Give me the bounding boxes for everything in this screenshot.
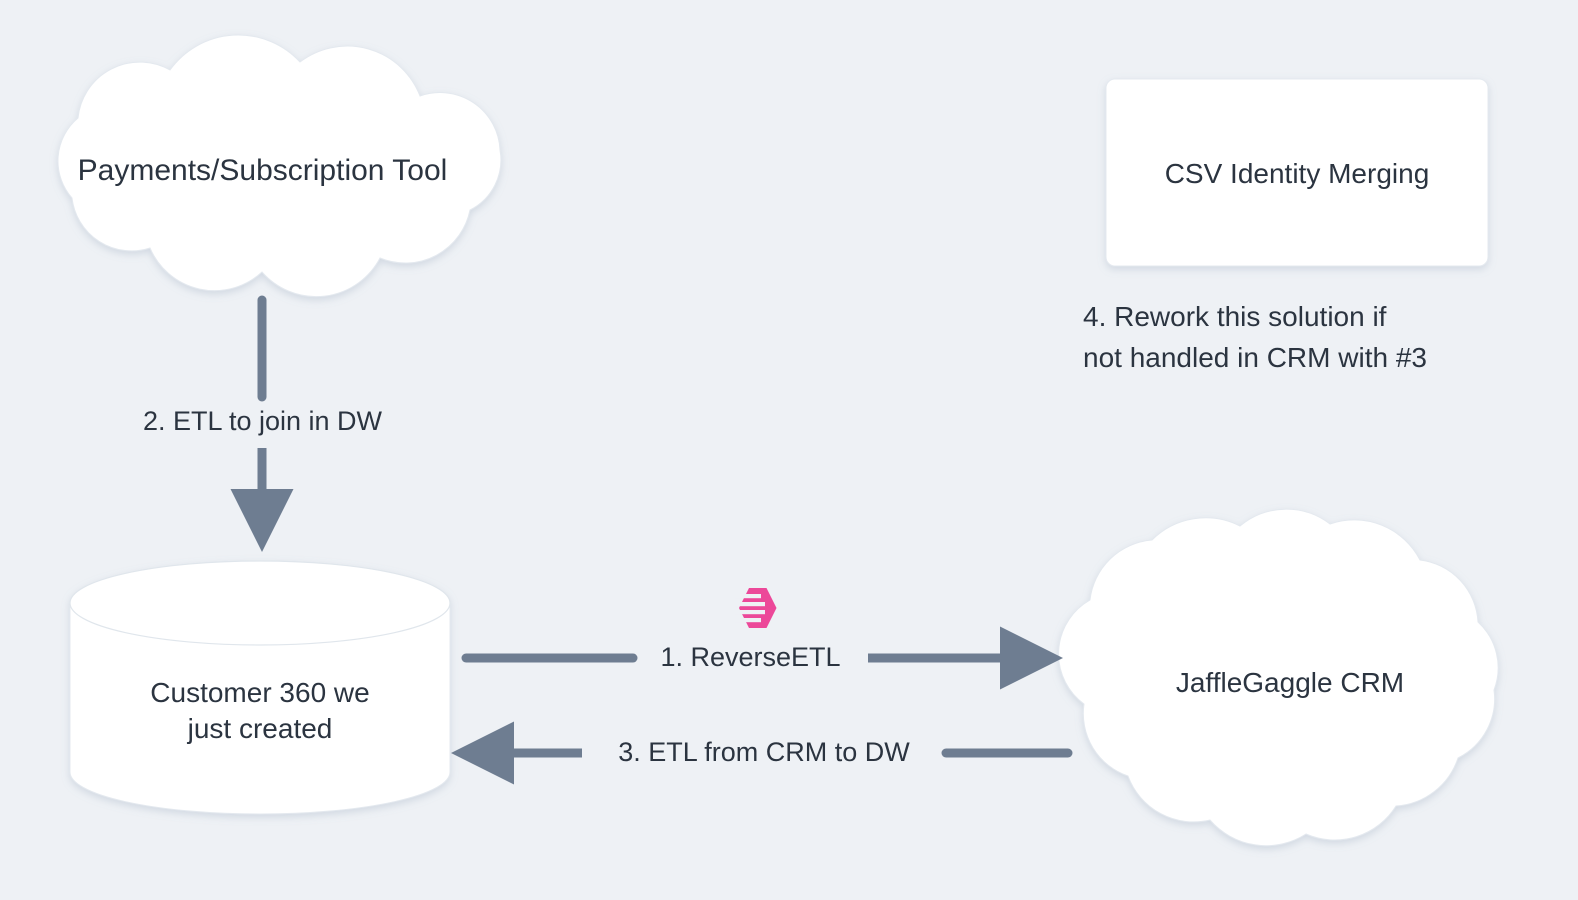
- node-jafflegaggle-crm[interactable]: [1058, 508, 1499, 847]
- dbt-hexagon-logo: [735, 586, 781, 630]
- edge-label-etl-from-crm-to-dw: 3. ETL from CRM to DW: [618, 737, 910, 767]
- node-customer-360-warehouse[interactable]: [69, 560, 451, 815]
- edge-label-reverse-etl: 1. ReverseETL: [660, 642, 841, 672]
- node-payments-subscription-tool[interactable]: [57, 34, 502, 298]
- annotation-rework-note: 4. Rework this solution if not handled i…: [1083, 301, 1427, 373]
- edge-label-etl-join-dw: 2. ETL to join in DW: [142, 406, 383, 436]
- node-csv-identity-merging[interactable]: [1105, 78, 1489, 267]
